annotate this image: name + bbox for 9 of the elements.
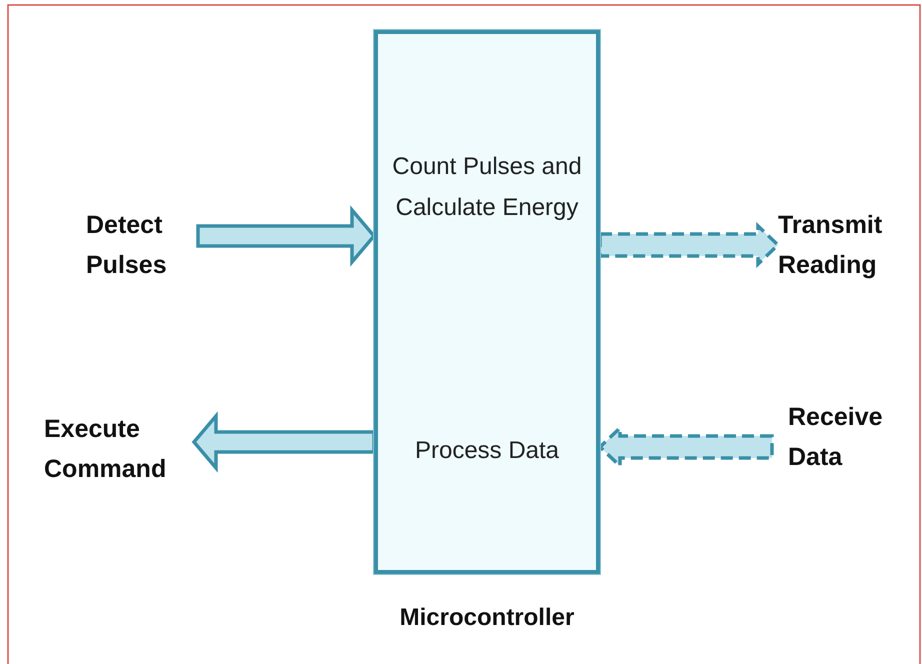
box-text: Count Pulses and Calculate Energy	[391, 152, 583, 223]
text-label: Execute Command	[44, 409, 194, 491]
arrow	[598, 222, 781, 268]
text-label: Transmit Reading	[778, 205, 908, 287]
arrow	[192, 411, 376, 473]
text-label: Receive Data	[772, 397, 902, 479]
box-heading: Microcontroller	[398, 604, 576, 632]
box-text: Process Data	[414, 436, 560, 466]
text-label: Detect Pulses	[86, 205, 198, 287]
